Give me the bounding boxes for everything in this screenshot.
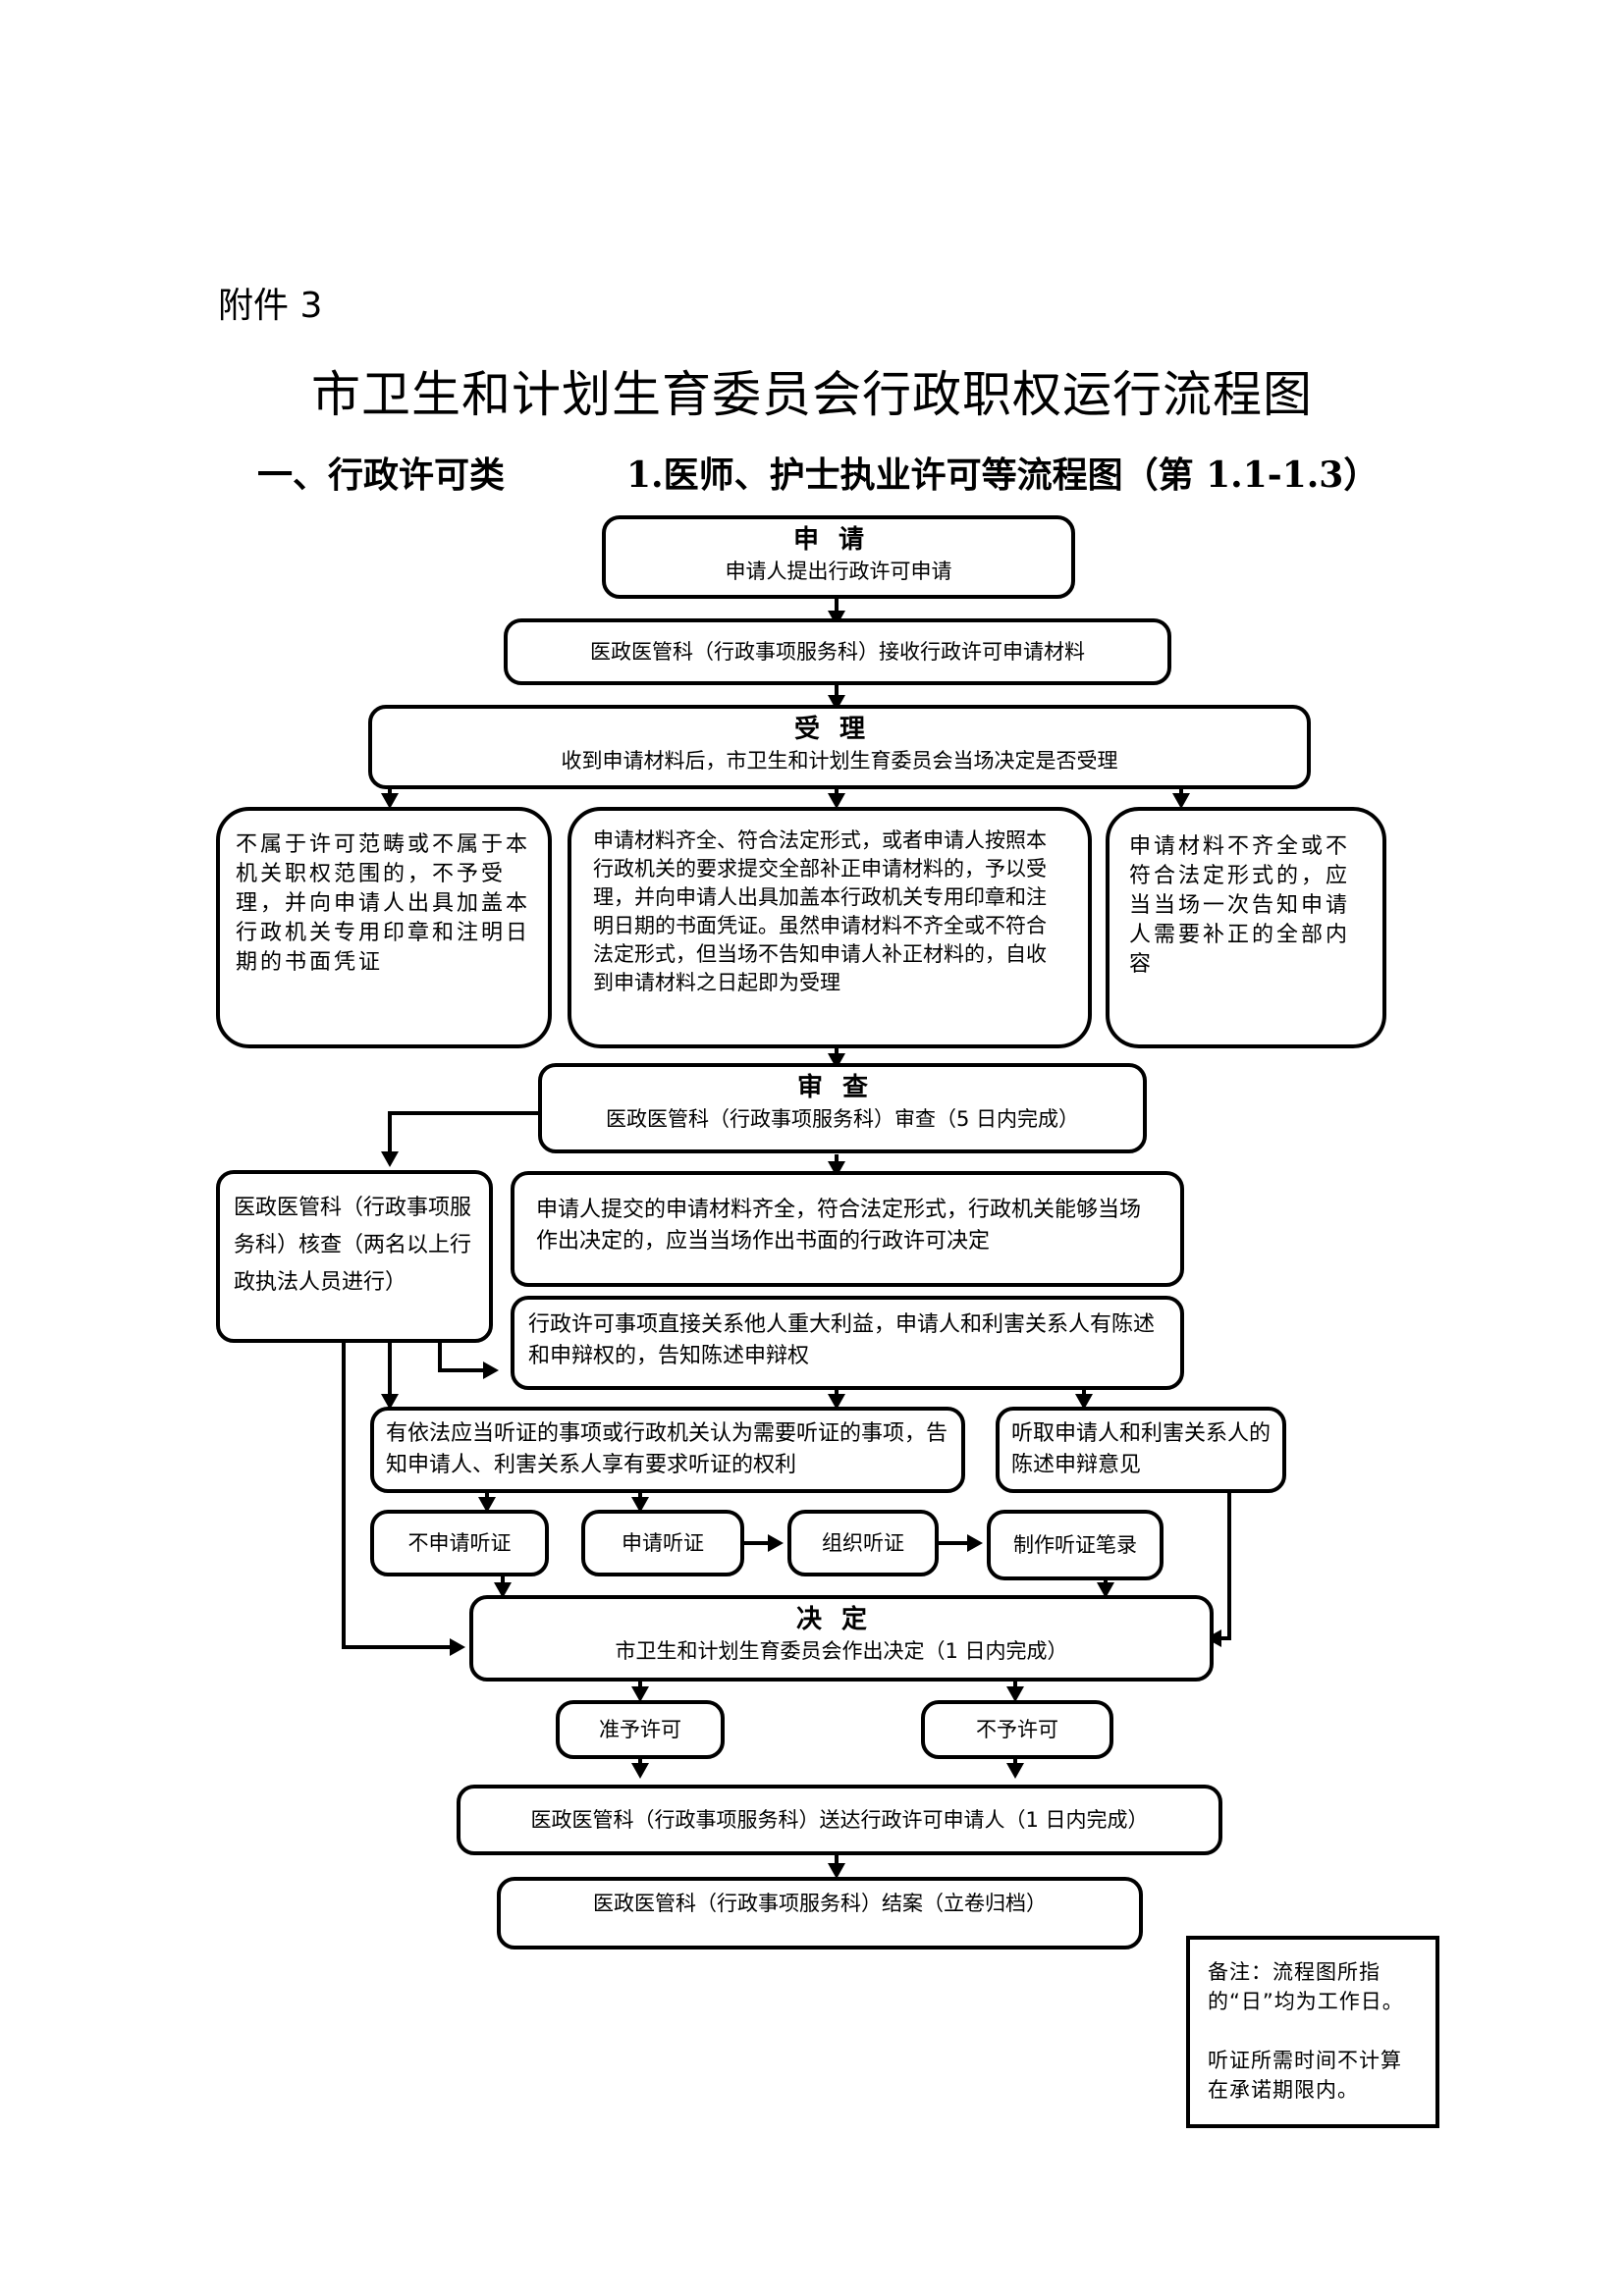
- remarks-note: 备注：流程图所指的“日”均为工作日。 听证所需时间不计算在承诺期限内。: [1186, 1936, 1439, 2128]
- step-deny: 不予许可: [921, 1700, 1113, 1759]
- step-receive: 医政医管科（行政事项服务科）接收行政许可申请材料: [504, 618, 1171, 685]
- step-listen-text: 听取申请人和利害关系人的陈述申辩意见: [1011, 1421, 1272, 1477]
- step-on-spot: 申请人提交的申请材料齐全，符合法定形式，行政机关能够当场作出决定的，应当当场作出…: [511, 1171, 1184, 1287]
- step-grant-text: 准予许可: [599, 1718, 681, 1741]
- step-review-text: 医政医管科（行政事项服务科）审查（5 日内完成）: [605, 1107, 1080, 1131]
- remarks-line-2: 听证所需时间不计算在承诺期限内。: [1208, 2049, 1402, 2102]
- arrow-review-verify: [388, 1111, 540, 1163]
- arrow-verify-interest: [438, 1341, 491, 1372]
- step-organize-hearing-text: 组织听证: [822, 1531, 904, 1555]
- step-close-text: 医政医管科（行政事项服务科）结案（立卷归档）: [593, 1892, 1047, 1915]
- remarks-line-1: 备注：流程图所指的“日”均为工作日。: [1208, 1960, 1404, 2013]
- step-on-spot-text: 申请人提交的申请材料齐全，符合法定形式，行政机关能够当场作出决定的，应当当场作出…: [536, 1198, 1142, 1254]
- page-title: 市卫生和计划生育委员会行政职权运行流程图: [311, 366, 1313, 423]
- step-review-heading: 审查: [796, 1073, 888, 1102]
- step-grant: 准予许可: [556, 1700, 725, 1759]
- step-listen: 听取申请人和利害关系人的陈述申辩意见: [996, 1407, 1286, 1493]
- step-decision-heading: 决定: [795, 1605, 887, 1634]
- step-close: 医政医管科（行政事项服务科）结案（立卷归档）: [497, 1877, 1143, 1949]
- step-decision: 决定 市卫生和计划生育委员会作出决定（1 日内完成）: [469, 1595, 1214, 1682]
- outcome-incomplete-text: 申请材料不齐全或不符合法定形式的，应当当场一次告知申请人需要补正的全部内容: [1129, 834, 1351, 977]
- arrowheads: [381, 611, 1221, 1879]
- step-decision-text: 市卫生和计划生育委员会作出决定（1 日内完成）: [615, 1639, 1068, 1663]
- step-hearing-notice-text: 有依法应当听证的事项或行政机关认为需要听证的事项，告知申请人、利害关系人享有要求…: [386, 1421, 948, 1477]
- step-apply-heading: 申请: [792, 525, 884, 555]
- step-deliver-text: 医政医管科（行政事项服务科）送达行政许可申请人（1 日内完成）: [530, 1808, 1149, 1832]
- outcome-reject-scope: 不属于许可范畴或不属于本机关职权范围的，不予受理，并向申请人出具加盖本行政机关专…: [216, 807, 552, 1048]
- outcome-accepted: 申请材料齐全、符合法定形式，或者申请人按照本行政机关的要求提交全部补正申请材料的…: [568, 807, 1092, 1048]
- step-apply-text: 申请人提出行政许可申请: [725, 560, 952, 583]
- section-label: 一、行政许可类: [257, 454, 506, 496]
- arrow-verify-decision: [342, 1341, 454, 1649]
- step-organize-hearing: 组织听证: [787, 1510, 939, 1576]
- step-verify: 医政医管科（行政事项服务科）核查（两名以上行政执法人员进行）: [216, 1170, 493, 1343]
- arrow-listen-decision: [1218, 1489, 1231, 1640]
- step-request-hearing: 申请听证: [581, 1510, 744, 1576]
- step-accept-text: 收到申请材料后，市卫生和计划生育委员会当场决定是否受理: [561, 749, 1118, 773]
- step-interest: 行政许可事项直接关系他人重大利益，申请人和利害关系人有陈述和申辩权的，告知陈述申…: [511, 1296, 1184, 1390]
- step-interest-text: 行政许可事项直接关系他人重大利益，申请人和利害关系人有陈述和申辩权的，告知陈述申…: [528, 1312, 1156, 1368]
- step-accept-heading: 受理: [793, 715, 885, 744]
- flowchart-subtitle: 1.医师、护士执业许可等流程图（第 1.1-1.3）: [626, 454, 1380, 496]
- step-request-hearing-text: 申请听证: [622, 1531, 704, 1555]
- outcome-reject-scope-text: 不属于许可范畴或不属于本机关职权范围的，不予受理，并向申请人出具加盖本行政机关专…: [236, 832, 531, 975]
- step-hearing-record-text: 制作听证笔录: [1013, 1533, 1137, 1557]
- step-hearing-notice: 有依法应当听证的事项或行政机关认为需要听证的事项，告知申请人、利害关系人享有要求…: [370, 1407, 965, 1493]
- step-deny-text: 不予许可: [976, 1718, 1058, 1741]
- outcome-incomplete: 申请材料不齐全或不符合法定形式的，应当当场一次告知申请人需要补正的全部内容: [1106, 807, 1386, 1048]
- outcome-accepted-text: 申请材料齐全、符合法定形式，或者申请人按照本行政机关的要求提交全部补正申请材料的…: [593, 828, 1047, 994]
- step-no-hearing: 不申请听证: [370, 1510, 549, 1576]
- step-hearing-record: 制作听证笔录: [987, 1510, 1164, 1580]
- attachment-label: 附件 3: [218, 286, 323, 326]
- step-review: 审查 医政医管科（行政事项服务科）审查（5 日内完成）: [538, 1063, 1147, 1153]
- step-deliver: 医政医管科（行政事项服务科）送达行政许可申请人（1 日内完成）: [457, 1785, 1222, 1855]
- step-apply: 申请 申请人提出行政许可申请: [602, 515, 1075, 599]
- step-no-hearing-text: 不申请听证: [407, 1531, 512, 1555]
- step-accept: 受理 收到申请材料后，市卫生和计划生育委员会当场决定是否受理: [368, 705, 1311, 789]
- step-verify-text: 医政医管科（行政事项服务科）核查（两名以上行政执法人员进行）: [234, 1196, 472, 1295]
- step-receive-text: 医政医管科（行政事项服务科）接收行政许可申请材料: [590, 640, 1085, 664]
